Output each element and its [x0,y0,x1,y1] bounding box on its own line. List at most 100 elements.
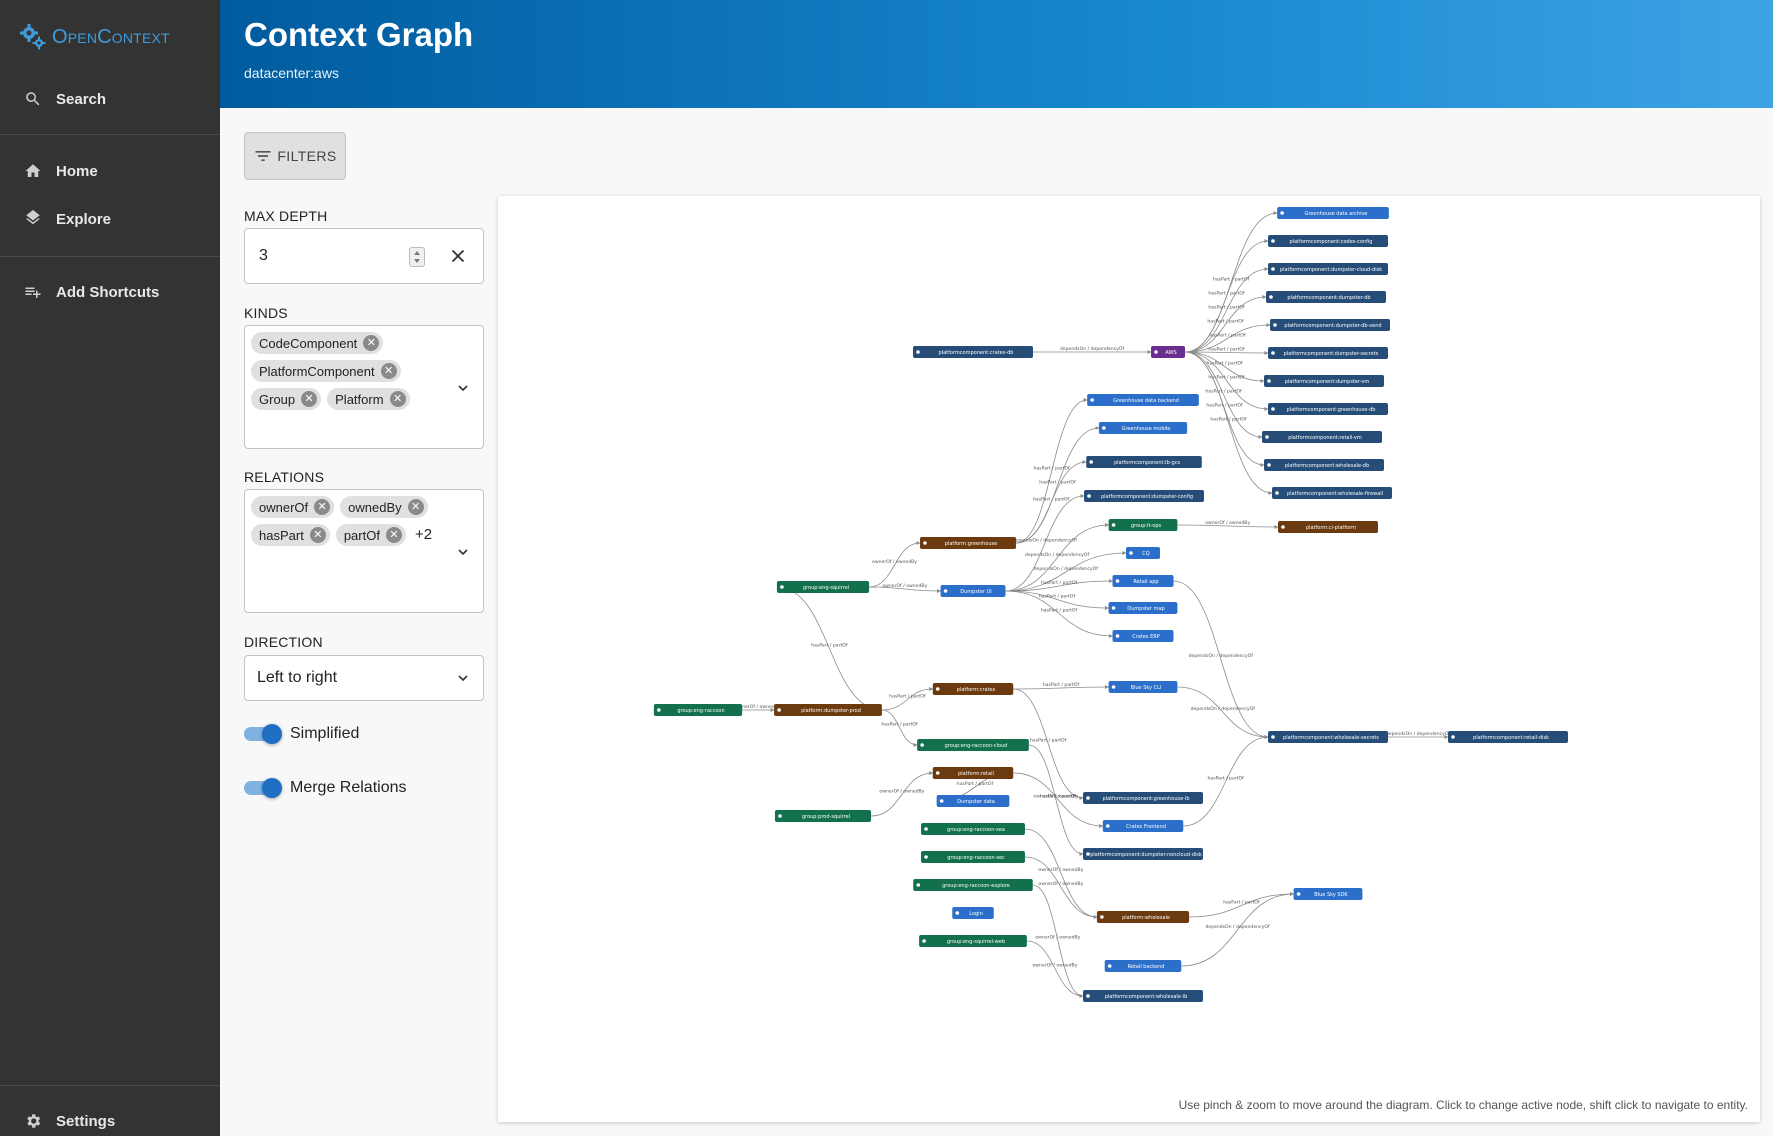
remove-chip-icon[interactable]: ✕ [363,335,380,351]
chevron-down-icon[interactable] [455,380,471,396]
simplified-toggle[interactable]: Simplified [244,724,359,744]
node-box[interactable] [1272,487,1392,499]
graph-node[interactable]: Retail app [1112,575,1174,587]
graph-node[interactable]: Crates Frontend [1102,820,1184,832]
relation-chip[interactable]: partOf✕ [335,524,406,546]
graph-node[interactable]: group:eng-squirrel [776,581,870,593]
node-box[interactable] [1278,521,1378,533]
graph-node[interactable]: platformcomponent:lb-gcs [1086,456,1202,468]
graph-node[interactable]: Retail backend [1104,960,1182,972]
graph-node[interactable]: platform:crates [932,683,1014,695]
node-box[interactable] [1096,911,1190,923]
node-box[interactable] [1268,347,1388,359]
graph-node[interactable]: group:prod-squirrel [774,810,872,822]
graph-node[interactable]: platformcomponent:dumpster-secrets [1268,347,1388,359]
node-box[interactable] [1108,602,1178,614]
node-box[interactable] [1268,235,1388,247]
graph-node[interactable]: Greenhouse data backend [1087,394,1199,406]
node-box[interactable] [1268,731,1388,743]
node-box[interactable] [1098,422,1188,434]
node-box[interactable] [774,704,882,716]
node-box[interactable] [653,704,743,716]
node-box[interactable] [1112,575,1174,587]
kinds-select[interactable]: CodeComponent✕ PlatformComponent✕ Group✕… [244,325,484,449]
chevron-down-icon[interactable] [455,544,471,560]
node-box[interactable] [1262,431,1382,443]
node-box[interactable] [1151,346,1185,358]
node-box[interactable] [1126,547,1160,559]
node-box[interactable] [1084,490,1204,502]
graph-node[interactable]: platformcomponent:retail-disk [1448,731,1568,743]
graph-node[interactable]: platformcomponent:crates-db [913,346,1033,358]
graph-node[interactable]: AWS [1151,346,1185,358]
node-box[interactable] [940,585,1006,597]
filters-button[interactable]: FILTERS [244,132,346,180]
node-box[interactable] [919,935,1027,947]
node-box[interactable] [1104,960,1182,972]
nav-settings[interactable]: Settings [0,1101,220,1136]
graph-node[interactable]: platformcomponent:dumpster-noncloud-disk [1083,848,1203,860]
remove-chip-icon[interactable]: ✕ [309,527,326,543]
graph-node[interactable]: platformcomponent:dumpster-db [1266,291,1386,303]
nav-add-shortcuts[interactable]: Add Shortcuts [0,272,220,312]
node-box[interactable] [919,537,1017,549]
node-box[interactable] [1112,630,1174,642]
node-box[interactable] [1266,291,1386,303]
relations-select[interactable]: ownerOf✕ ownedBy✕ hasPart✕ partOf✕ +2 [244,489,484,613]
graph-node[interactable]: Dumpster map [1108,602,1178,614]
graph-node[interactable]: group:it-ops [1108,519,1178,531]
graph-node[interactable]: platform:ci-platform [1278,521,1378,533]
graph-node[interactable]: CQ [1126,547,1160,559]
node-box[interactable] [921,851,1025,863]
graph-node[interactable]: Greenhouse data archive [1277,207,1389,219]
node-box[interactable] [932,767,1014,779]
graph-node[interactable]: platformcomponent:dumpster-vm [1264,375,1384,387]
graph-node[interactable]: group:eng-raccoon-cloud [917,739,1029,751]
graph-node[interactable]: platformcomponent:wholesale-secrets [1268,731,1388,743]
node-box[interactable] [1268,263,1388,275]
graph-node[interactable]: Crates ERP [1112,630,1174,642]
remove-chip-icon[interactable]: ✕ [314,499,331,515]
node-box[interactable] [1086,456,1202,468]
graph-node[interactable]: group:eng-raccoon-sec [921,851,1025,863]
node-box[interactable] [913,879,1033,891]
node-box[interactable] [921,823,1025,835]
node-box[interactable] [917,739,1029,751]
graph-node[interactable]: platformcomponent:wholesale-db [1264,459,1384,471]
kind-chip[interactable]: Group✕ [251,388,322,410]
relation-chip[interactable]: ownedBy✕ [340,496,428,518]
simplified-switch[interactable] [244,724,282,744]
graph-node[interactable]: Login [952,907,994,919]
node-box[interactable] [1108,681,1178,693]
graph-node[interactable]: platform:greenhouse [919,537,1017,549]
direction-select[interactable]: Left to right [244,655,484,701]
close-icon[interactable] [447,245,469,267]
graph-node[interactable]: platformcomponent:dumpster-cloud-disk [1268,263,1388,275]
node-box[interactable] [1108,519,1178,531]
node-box[interactable] [932,683,1014,695]
node-box[interactable] [1083,990,1203,1002]
max-depth-input[interactable]: 3 [244,228,484,284]
graph-node[interactable]: group:eng-squirrel-web [919,935,1027,947]
node-box[interactable] [776,581,870,593]
remove-chip-icon[interactable]: ✕ [380,363,397,379]
relation-chip[interactable]: hasPart✕ [251,524,330,546]
graph-node[interactable]: platformcomponent:greenhouse-lb [1083,792,1203,804]
graph-node[interactable]: platformcomponent:dumpster-db-vend [1270,319,1390,331]
graph-node[interactable]: Greenhouse mobile [1098,422,1188,434]
node-box[interactable] [774,810,872,822]
nav-search[interactable]: Search [0,79,220,119]
node-box[interactable] [936,795,1010,807]
node-box[interactable] [913,346,1033,358]
graph-node[interactable]: platformcomponent:dumpster-config [1084,490,1204,502]
logo[interactable]: OpenContext [18,22,170,52]
node-box[interactable] [1083,792,1203,804]
node-box[interactable] [1293,888,1363,900]
node-box[interactable] [1083,848,1203,860]
nav-explore[interactable]: Explore [0,199,220,239]
graph-node[interactable]: group:eng-raccoon-sea [921,823,1025,835]
graph-node[interactable]: Dumpster data [936,795,1010,807]
node-box[interactable] [1264,459,1384,471]
graph-node[interactable]: Blue Sky CLI [1108,681,1178,693]
